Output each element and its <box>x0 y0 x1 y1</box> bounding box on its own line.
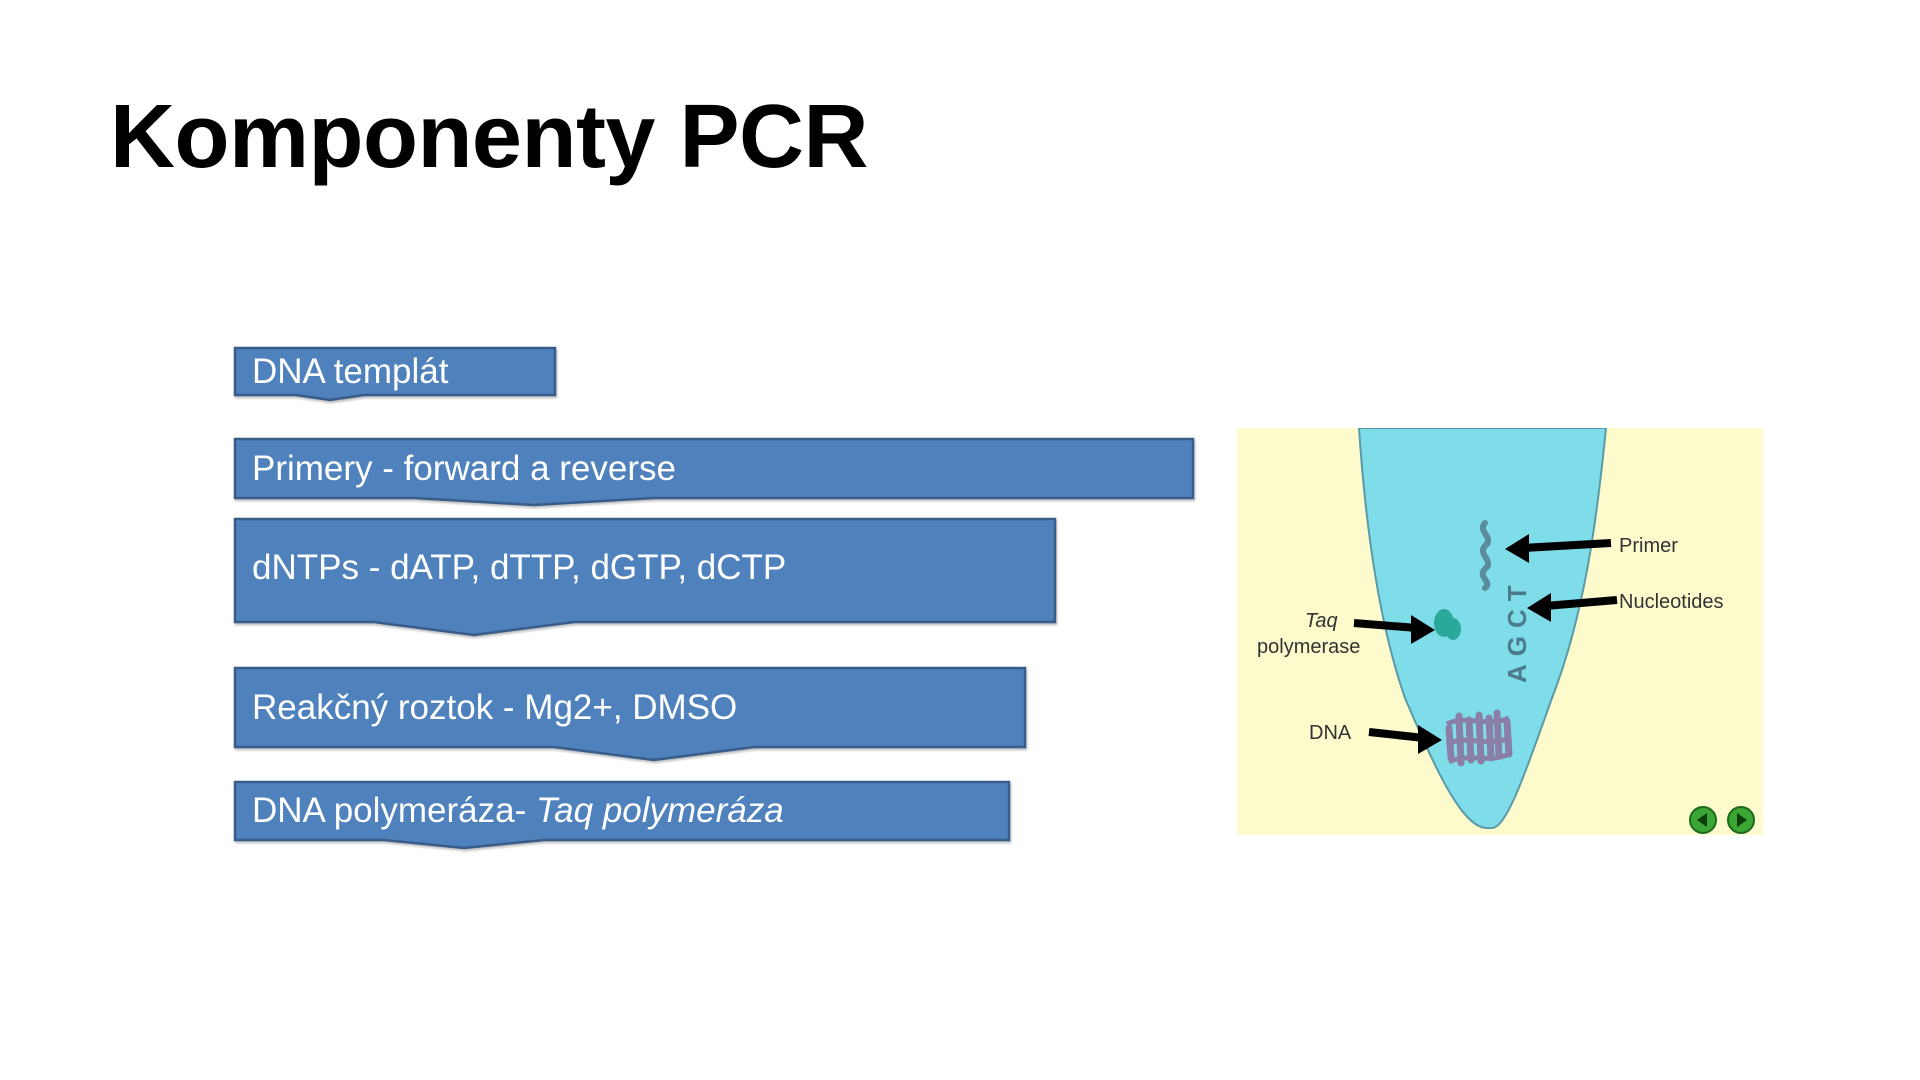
nucleotides-arrowhead <box>1527 593 1551 622</box>
component-box-primers: Primery - forward a reverse <box>233 437 1195 507</box>
primer-arrow <box>1522 539 1612 552</box>
box-label-text: DNA polymeráza- <box>252 791 527 830</box>
taq-arrow <box>1353 619 1418 632</box>
nucleotide-bases: AGCT <box>1502 577 1532 683</box>
prev-arrow-icon <box>1697 813 1707 827</box>
taq-arrowhead <box>1411 615 1435 644</box>
label-taq: Taq <box>1305 610 1338 632</box>
box-shape <box>233 666 1027 762</box>
box-label-italic: Taq polymeráza <box>536 791 784 830</box>
label-dna: DNA <box>1309 722 1352 744</box>
primer-arrowhead <box>1505 534 1529 563</box>
box-shape <box>233 517 1057 637</box>
nucleotides-arrow <box>1544 596 1618 610</box>
dna-arrowhead <box>1418 725 1442 754</box>
component-box-polymerase: DNA polymeráza- Taq polymeráza <box>233 780 1011 850</box>
box-shape <box>233 346 557 402</box>
box-label: Primery - forward a reverse <box>252 449 676 488</box>
box-shape <box>233 780 1011 850</box>
next-arrow-icon <box>1737 813 1747 827</box>
label-nucleotides: Nucleotides <box>1619 591 1724 613</box>
box-label: DNA polymeráza- Taq polymeráza <box>252 791 784 831</box>
component-box-reaction-solution: Reakčný roztok - Mg2+, DMSO <box>233 666 1027 762</box>
component-box-dna-template: DNA templát <box>233 346 557 402</box>
primer-strand-icon <box>1479 520 1492 591</box>
prev-button[interactable] <box>1689 806 1717 834</box>
pcr-tube-diagram: Primer AGCT Nucleotides Taq polymerase D… <box>1237 428 1763 835</box>
box-label: Reakčný roztok - Mg2+, DMSO <box>252 688 738 727</box>
dna-arrow <box>1368 728 1425 742</box>
component-box-dntps: dNTPs - dATP, dTTP, dGTP, dCTP <box>233 517 1057 637</box>
next-button[interactable] <box>1727 806 1755 834</box>
label-primer: Primer <box>1619 535 1678 557</box>
box-label: dNTPs - dATP, dTTP, dGTP, dCTP <box>252 548 787 587</box>
box-shape <box>233 437 1195 507</box>
slide-title: Komponenty PCR <box>110 87 869 187</box>
box-label: DNA templát <box>252 352 449 391</box>
label-polymerase: polymerase <box>1257 636 1360 658</box>
